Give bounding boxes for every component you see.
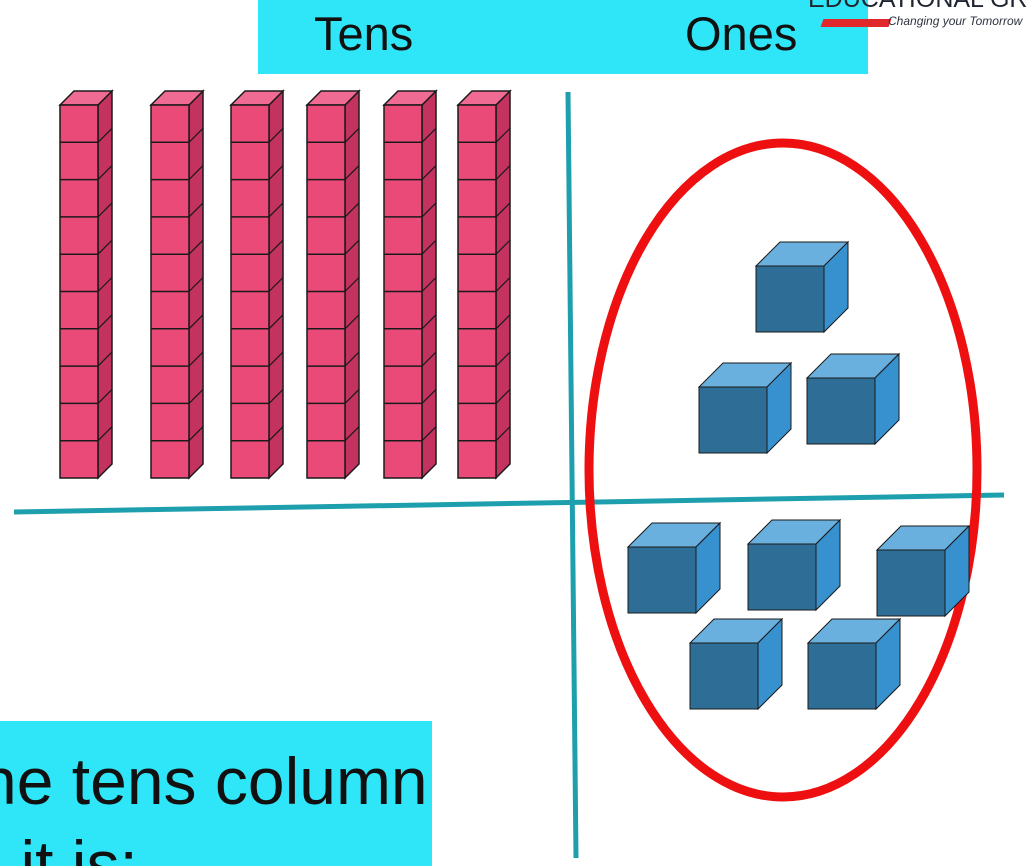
rod-unit-side-line bbox=[268, 239, 284, 255]
ones-cube bbox=[806, 617, 902, 711]
rod-unit-side-line bbox=[421, 127, 437, 143]
logo-name: EDUCATIONAL GROUP bbox=[808, 0, 1028, 14]
rod-unit-side-line bbox=[421, 388, 437, 404]
rod-unit-side-line bbox=[188, 277, 204, 292]
rod-unit-side-line bbox=[188, 165, 204, 181]
rod-unit-side-line bbox=[97, 165, 113, 181]
rod-unit-side-line bbox=[344, 127, 360, 143]
tens-rod bbox=[229, 89, 285, 480]
rod-unit-side-line bbox=[97, 351, 113, 367]
rod-unit-side-line bbox=[344, 314, 360, 330]
prompt-line-1: in the tens column bbox=[0, 744, 428, 818]
horizontal-divider-line bbox=[13, 492, 1005, 515]
ones-cube bbox=[754, 240, 850, 334]
cube-front-face bbox=[747, 543, 817, 611]
rod-unit-side-line bbox=[421, 314, 437, 330]
rod-unit-side-line bbox=[97, 202, 113, 218]
rod-unit-side-line bbox=[344, 351, 360, 367]
rod-unit-side-line bbox=[421, 165, 437, 181]
header-banner: Tens Ones bbox=[258, 0, 868, 74]
rod-unit-side-line bbox=[495, 165, 511, 181]
rod-unit-side-line bbox=[268, 388, 284, 404]
rod-unit-side-line bbox=[495, 239, 511, 255]
cube-front-face bbox=[876, 549, 946, 617]
ones-cube bbox=[697, 361, 793, 455]
cube-front-face bbox=[698, 386, 768, 454]
rod-unit-side-line bbox=[188, 127, 204, 143]
rod-unit-side-line bbox=[421, 239, 437, 255]
rod-unit-side-line bbox=[188, 314, 204, 330]
ones-cube bbox=[688, 617, 784, 711]
rod-unit-side-line bbox=[268, 165, 284, 181]
rod-unit-side-line bbox=[495, 202, 511, 218]
rod-unit-side-line bbox=[97, 277, 113, 292]
rod-unit-side-line bbox=[421, 202, 437, 218]
rod-unit-side-line bbox=[268, 351, 284, 367]
rod-unit-side-line bbox=[495, 277, 511, 292]
prompt-text-box: in the tens column and it is: bbox=[0, 721, 432, 866]
rod-unit-side-line bbox=[188, 202, 204, 218]
cube-front-face bbox=[807, 642, 877, 710]
rod-unit-side-line bbox=[188, 388, 204, 404]
rod-unit-side-line bbox=[495, 388, 511, 404]
rod-unit-side-line bbox=[97, 127, 113, 143]
cube-front-face bbox=[627, 546, 697, 614]
rod-unit-side-line bbox=[268, 277, 284, 292]
tens-rod bbox=[305, 89, 361, 480]
tens-rod bbox=[456, 89, 512, 480]
prompt-line-2: and it is: bbox=[0, 827, 138, 866]
rod-unit-side-line bbox=[268, 314, 284, 330]
ones-cubes bbox=[626, 240, 971, 711]
ones-highlight-ellipse bbox=[584, 138, 982, 802]
ones-cube bbox=[875, 524, 971, 618]
rod-unit-side-line bbox=[344, 277, 360, 292]
rod-unit-side-line bbox=[268, 426, 284, 442]
rod-unit-side-line bbox=[188, 351, 204, 367]
brand-logo: EDUCATIONAL GROUP Changing your Tomorrow bbox=[800, 0, 1028, 34]
ones-cube bbox=[805, 352, 901, 446]
rod-unit-side-line bbox=[495, 314, 511, 330]
rod-unit-side-line bbox=[188, 239, 204, 255]
cube-front-face bbox=[755, 265, 825, 333]
rod-unit-side-line bbox=[97, 388, 113, 404]
rod-unit-side-line bbox=[344, 202, 360, 218]
rod-unit-side-line bbox=[421, 277, 437, 292]
tens-rod bbox=[382, 89, 438, 480]
rod-unit-side-line bbox=[268, 202, 284, 218]
tens-rod bbox=[149, 89, 205, 480]
rod-unit-side-line bbox=[495, 426, 511, 442]
rod-unit-side-line bbox=[268, 127, 284, 143]
ones-column-label: Ones bbox=[685, 7, 798, 60]
rod-unit-side-line bbox=[188, 426, 204, 442]
rod-unit-side-line bbox=[97, 239, 113, 255]
rod-unit-side-line bbox=[344, 239, 360, 255]
rod-unit-side-line bbox=[495, 127, 511, 143]
ones-cube bbox=[626, 521, 722, 615]
cube-front-face bbox=[689, 642, 759, 710]
rod-unit-side-line bbox=[97, 314, 113, 330]
place-value-chart-lines bbox=[13, 91, 1005, 859]
tens-rod bbox=[58, 89, 114, 480]
logo-tagline: Changing your Tomorrow bbox=[888, 14, 1023, 28]
tens-column-label: Tens bbox=[314, 7, 414, 60]
rod-unit-side-line bbox=[495, 351, 511, 367]
ones-cube bbox=[746, 518, 842, 612]
rod-unit-side-line bbox=[344, 426, 360, 442]
tens-rods bbox=[58, 89, 512, 480]
rod-unit-side-line bbox=[421, 351, 437, 367]
rod-unit-side-line bbox=[421, 426, 437, 442]
rod-unit-side-line bbox=[344, 388, 360, 404]
rod-unit-side-line bbox=[344, 165, 360, 181]
rod-unit-side-line bbox=[97, 426, 113, 442]
vertical-divider-line bbox=[565, 91, 579, 859]
cube-front-face bbox=[806, 377, 876, 445]
